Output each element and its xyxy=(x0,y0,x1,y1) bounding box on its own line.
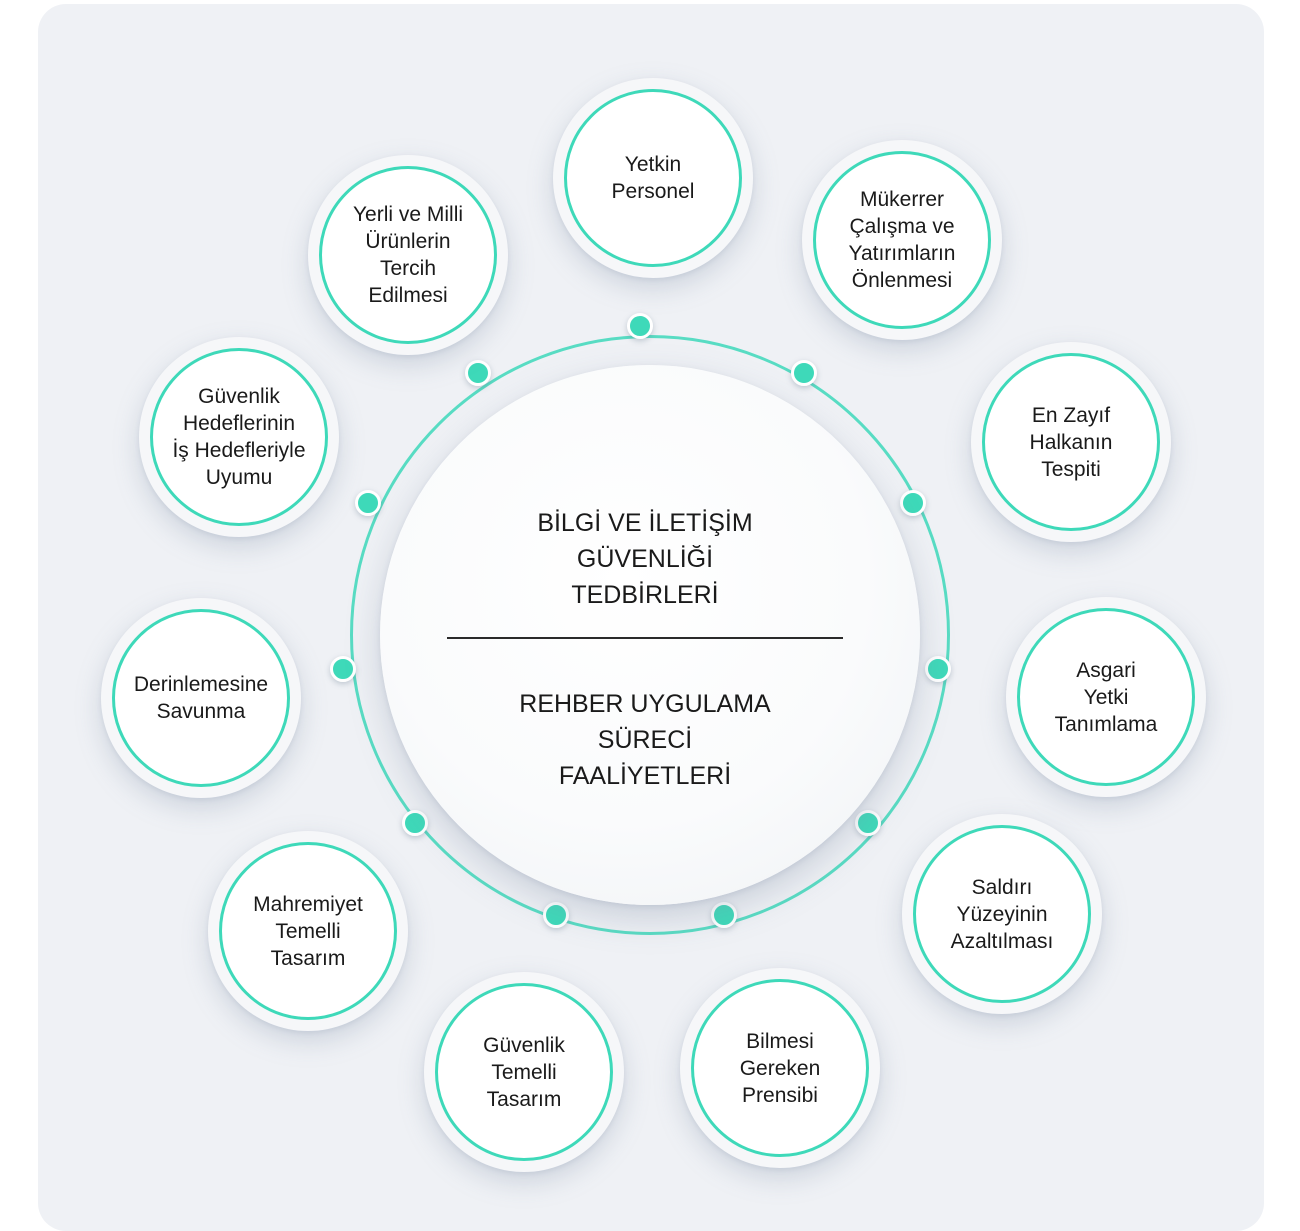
node-label: Mahremiyet Temelli Tasarım xyxy=(253,892,363,970)
node-bilmesi-gereken: Bilmesi Gereken Prensibi xyxy=(680,968,880,1168)
ring-dot xyxy=(711,902,737,928)
hub-divider xyxy=(447,637,843,639)
node-label: Yerli ve Milli Ürünlerin Tercih Edilmesi xyxy=(352,203,464,307)
node-circle: Güvenlik Temelli Tasarım xyxy=(435,983,613,1161)
node-circle: Derinlemesine Savunma xyxy=(112,609,290,787)
node-label: En Zayıf Halkanın Tespiti xyxy=(1029,403,1113,481)
node-mahremiyet-temelli: Mahremiyet Temelli Tasarım xyxy=(208,831,408,1031)
ring-dot xyxy=(355,490,381,516)
node-label: Mükerrer Çalışma ve Yatırımların Önlenme… xyxy=(848,188,956,292)
ring-dot xyxy=(925,656,951,682)
ring-dot xyxy=(627,313,653,339)
node-label: Yetkin Personel xyxy=(611,153,695,203)
node-circle: Mahremiyet Temelli Tasarım xyxy=(219,842,397,1020)
node-en-zayif-halka: En Zayıf Halkanın Tespiti xyxy=(971,342,1171,542)
node-circle: Bilmesi Gereken Prensibi xyxy=(691,979,869,1157)
ring-dot xyxy=(465,360,491,386)
node-label: Güvenlik Hedeflerinin İş Hedefleriyle Uy… xyxy=(172,385,306,489)
central-hub xyxy=(380,365,920,905)
ring-dot xyxy=(330,656,356,682)
node-guvenlik-temelli: Güvenlik Temelli Tasarım xyxy=(424,972,624,1172)
node-asgari-yetki: Asgari Yetki Tanımlama xyxy=(1006,597,1206,797)
node-circle: Yerli ve Milli Ürünlerin Tercih Edilmesi xyxy=(319,166,497,344)
ring-dot xyxy=(855,810,881,836)
node-label: Bilmesi Gereken Prensibi xyxy=(739,1029,821,1107)
node-circle: En Zayıf Halkanın Tespiti xyxy=(982,353,1160,531)
node-yerli-milli: Yerli ve Milli Ürünlerin Tercih Edilmesi xyxy=(308,155,508,355)
node-saldiri-yuzeyi: Saldırı Yüzeyinin Azaltılması xyxy=(902,814,1102,1014)
node-circle: Mükerrer Çalışma ve Yatırımların Önlenme… xyxy=(813,151,991,329)
node-circle: Güvenlik Hedeflerinin İş Hedefleriyle Uy… xyxy=(150,348,328,526)
node-label: Saldırı Yüzeyinin Azaltılması xyxy=(950,875,1054,953)
node-circle: Saldırı Yüzeyinin Azaltılması xyxy=(913,825,1091,1003)
node-derinlemesine-savunma: Derinlemesine Savunma xyxy=(101,598,301,798)
hub-subtitle: REHBER UYGULAMA SÜRECİ FAALİYETLERİ xyxy=(519,690,771,790)
outer-ring xyxy=(350,335,950,935)
node-circle: Asgari Yetki Tanımlama xyxy=(1017,608,1195,786)
hub-title: BİLGİ VE İLETİŞİM GÜVENLİĞİ TEDBİRLERİ xyxy=(537,509,753,609)
node-guvenlik-hedefleri: Güvenlik Hedeflerinin İş Hedefleriyle Uy… xyxy=(139,337,339,537)
node-label: Güvenlik Temelli Tasarım xyxy=(483,1033,565,1111)
node-label: Derinlemesine Savunma xyxy=(133,673,269,723)
node-label: Asgari Yetki Tanımlama xyxy=(1054,658,1158,736)
ring-dot xyxy=(402,810,428,836)
node-circle: Yetkin Personel xyxy=(564,89,742,267)
ring-dot xyxy=(900,490,926,516)
node-mukerrer-calisma: Mükerrer Çalışma ve Yatırımların Önlenme… xyxy=(802,140,1002,340)
ring-dot xyxy=(543,902,569,928)
ring-dot xyxy=(791,360,817,386)
node-yetkin-personel: Yetkin Personel xyxy=(553,78,753,278)
